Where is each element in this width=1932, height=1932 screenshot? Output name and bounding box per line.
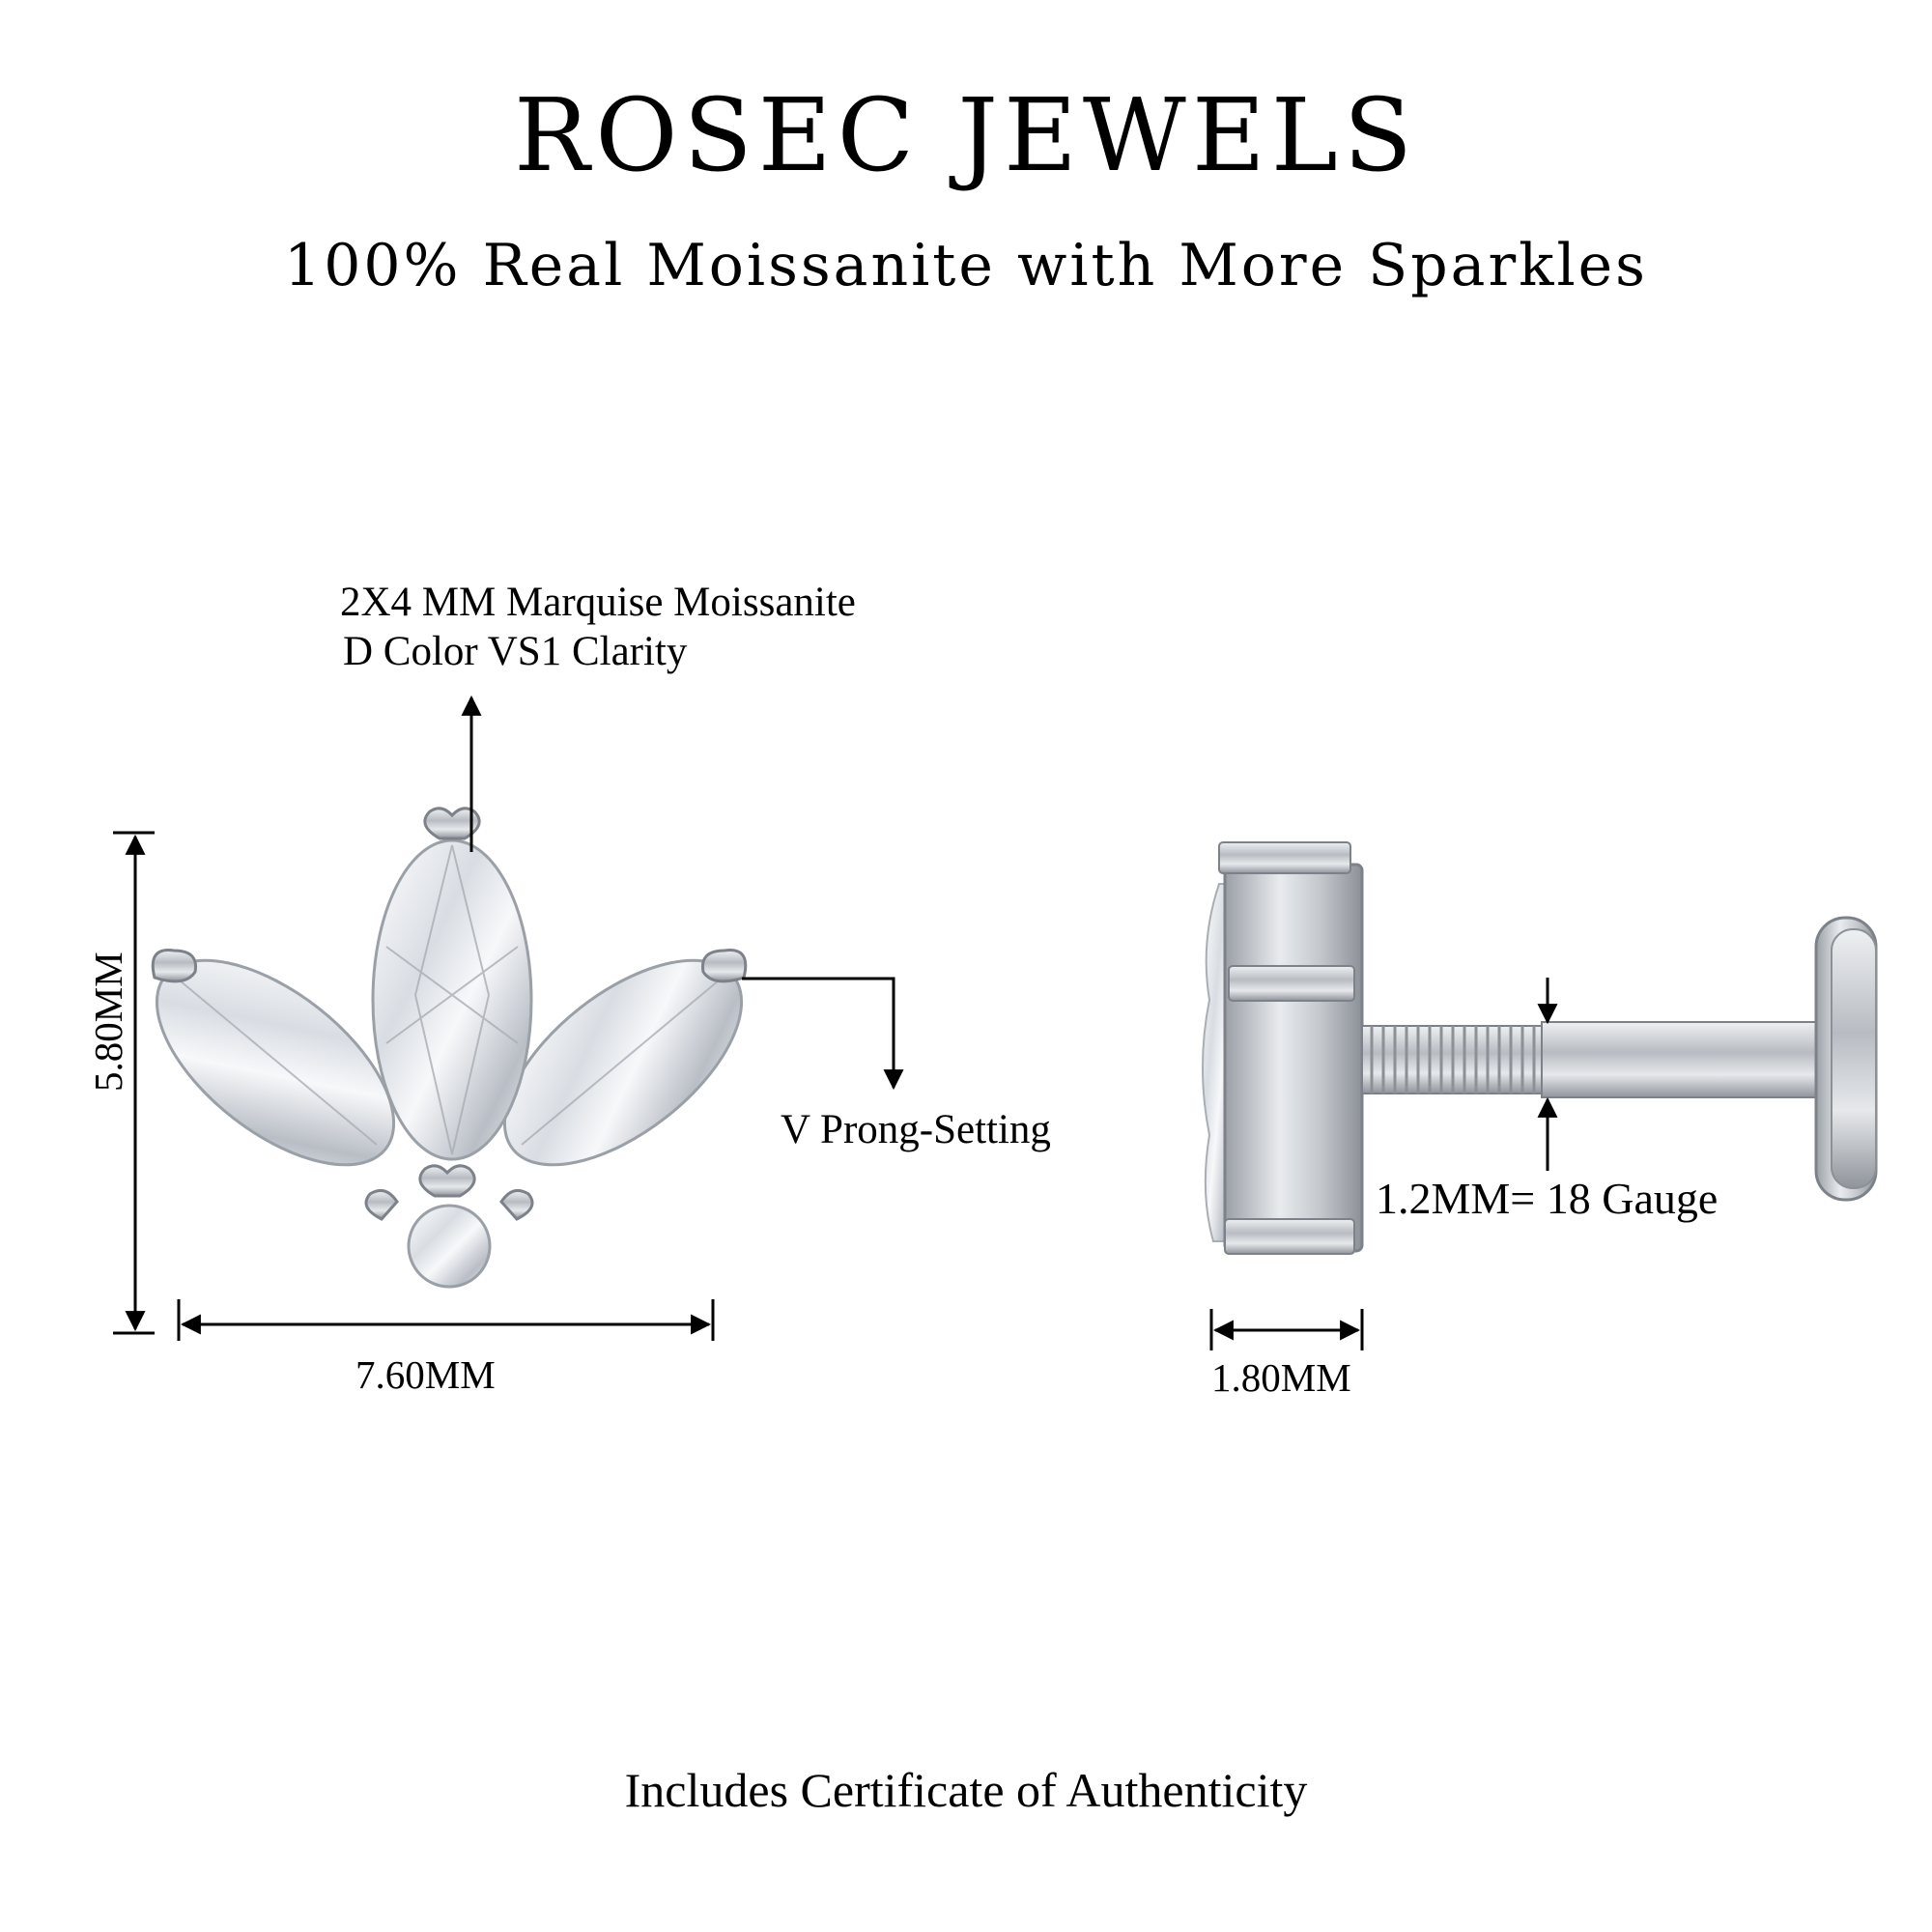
stone-spec-line-2: D Color VS1 Clarity — [343, 629, 688, 674]
brand-title: ROSEC JEWELS — [513, 76, 1419, 194]
gauge-label: 1.2MM= 18 Gauge — [1376, 1174, 1719, 1223]
earring-front-view-icon — [151, 807, 748, 1289]
labret-side-view-icon — [1202, 841, 1878, 1255]
setting-label: V Prong-Setting — [781, 1107, 1051, 1152]
tagline: 100% Real Moissanite with More Sparkles — [284, 232, 1648, 299]
width-dimension-label: 7.60MM — [355, 1352, 496, 1397]
center-marquise-stone — [371, 838, 533, 1161]
round-accent-stone — [407, 1204, 492, 1289]
certificate-note: Includes Certificate of Authenticity — [624, 1763, 1308, 1817]
height-dimension-label: 5.80MM — [86, 952, 130, 1092]
stone-spec-line-1: 2X4 MM Marquise Moissanite — [340, 580, 856, 625]
depth-dimension-label: 1.80MM — [1211, 1355, 1351, 1400]
